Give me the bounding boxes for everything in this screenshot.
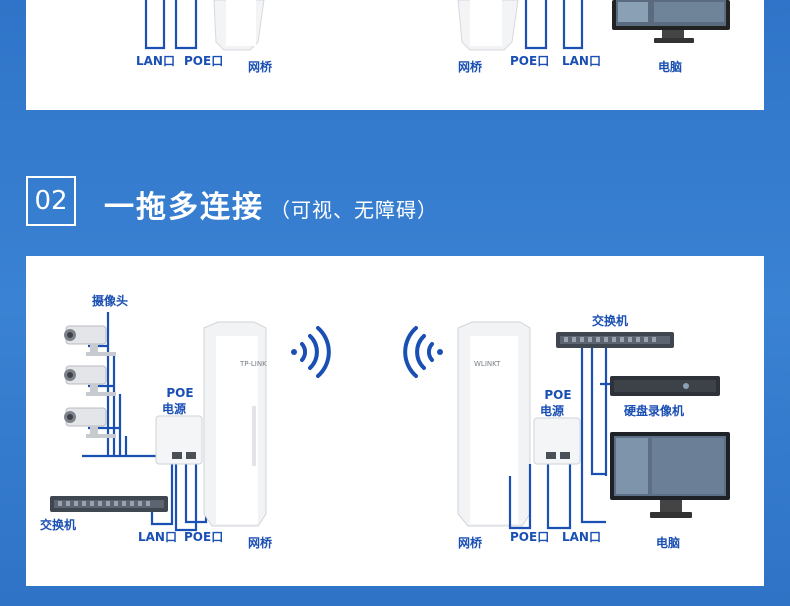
bottom-right-switch-label: 交换机: [592, 314, 629, 328]
bottom-left-bridge-label: 网桥: [248, 536, 273, 550]
monitor-icon: [610, 432, 730, 518]
wifi-signal-icon: [291, 326, 331, 378]
section-header: 02 一拖多连接（可视、无障碍）: [26, 176, 764, 232]
section-number: 02: [26, 176, 76, 226]
cameras-label: 摄像头: [92, 294, 129, 308]
bottom-right-computer-label: 电脑: [656, 536, 681, 550]
camera-icon: [64, 325, 116, 438]
bottom-right-lan-port-label: LAN口: [562, 530, 601, 544]
bottom-diagram-panel: 摄像头 交换机 POE 电源 LAN口 POE口 网桥 TP-LINK 交换机 …: [26, 256, 764, 586]
top-right-lan-port-label: LAN口: [562, 54, 601, 68]
top-left-wires: [144, 0, 198, 50]
nvr-icon: [610, 376, 720, 396]
bottom-right-poe-port-label: POE口: [510, 530, 550, 544]
bottom-right-poe-adapter-icon: [533, 417, 581, 465]
top-left-lan-port-label: LAN口: [136, 54, 175, 68]
bottom-left-bridge-icon: [203, 321, 267, 527]
bottom-right-poe-power-label-line2: 电源: [540, 404, 565, 418]
bottom-left-poe-power-label-line2: 电源: [162, 402, 187, 416]
bottom-right-poe-power-label-line1: POE: [544, 388, 572, 402]
top-diagram-panel: LAN口 POE口 网桥 网桥 POE口 LAN口 电脑: [26, 0, 764, 110]
bottom-diagram-graphics: [50, 312, 730, 532]
bottom-right-bridge-label: 网桥: [458, 536, 483, 550]
top-right-poe-port-label: POE口: [510, 54, 550, 68]
bottom-left-bridge-brand: TP-LINK: [240, 360, 267, 368]
bottom-left-poe-adapter-icon: [155, 415, 203, 465]
top-diagram-graphics: [144, 0, 730, 51]
top-right-computer-label: 电脑: [658, 60, 683, 74]
bottom-left-poe-power-label-line1: POE: [166, 386, 194, 400]
bottom-left-poe-port-label: POE口: [184, 530, 224, 544]
bottom-right-switch-icon: [556, 332, 674, 348]
bottom-left-lan-port-label: LAN口: [138, 530, 177, 544]
bottom-left-switch-label: 交换机: [40, 518, 77, 532]
nvr-label: 硬盘录像机: [624, 404, 685, 418]
top-left-bridge-label: 网桥: [248, 60, 273, 74]
section-title: 一拖多连接（可视、无障碍）: [104, 182, 438, 226]
bottom-left-switch-icon: [50, 496, 168, 512]
top-left-poe-port-label: POE口: [184, 54, 224, 68]
top-left-bridge-icon: [213, 0, 265, 51]
section-title-text: 一拖多连接: [104, 190, 264, 225]
bottom-right-bridge-icon: [457, 321, 531, 527]
wifi-signal-icon: [403, 326, 443, 378]
top-right-bridge-icon: [457, 0, 519, 51]
top-right-bridge-label: 网桥: [458, 60, 483, 74]
top-monitor-icon: [612, 0, 730, 43]
bottom-right-bridge-brand: WLINKT: [474, 360, 501, 368]
section-subtitle: （可视、无障碍）: [270, 198, 438, 222]
top-right-wires: [524, 0, 584, 50]
